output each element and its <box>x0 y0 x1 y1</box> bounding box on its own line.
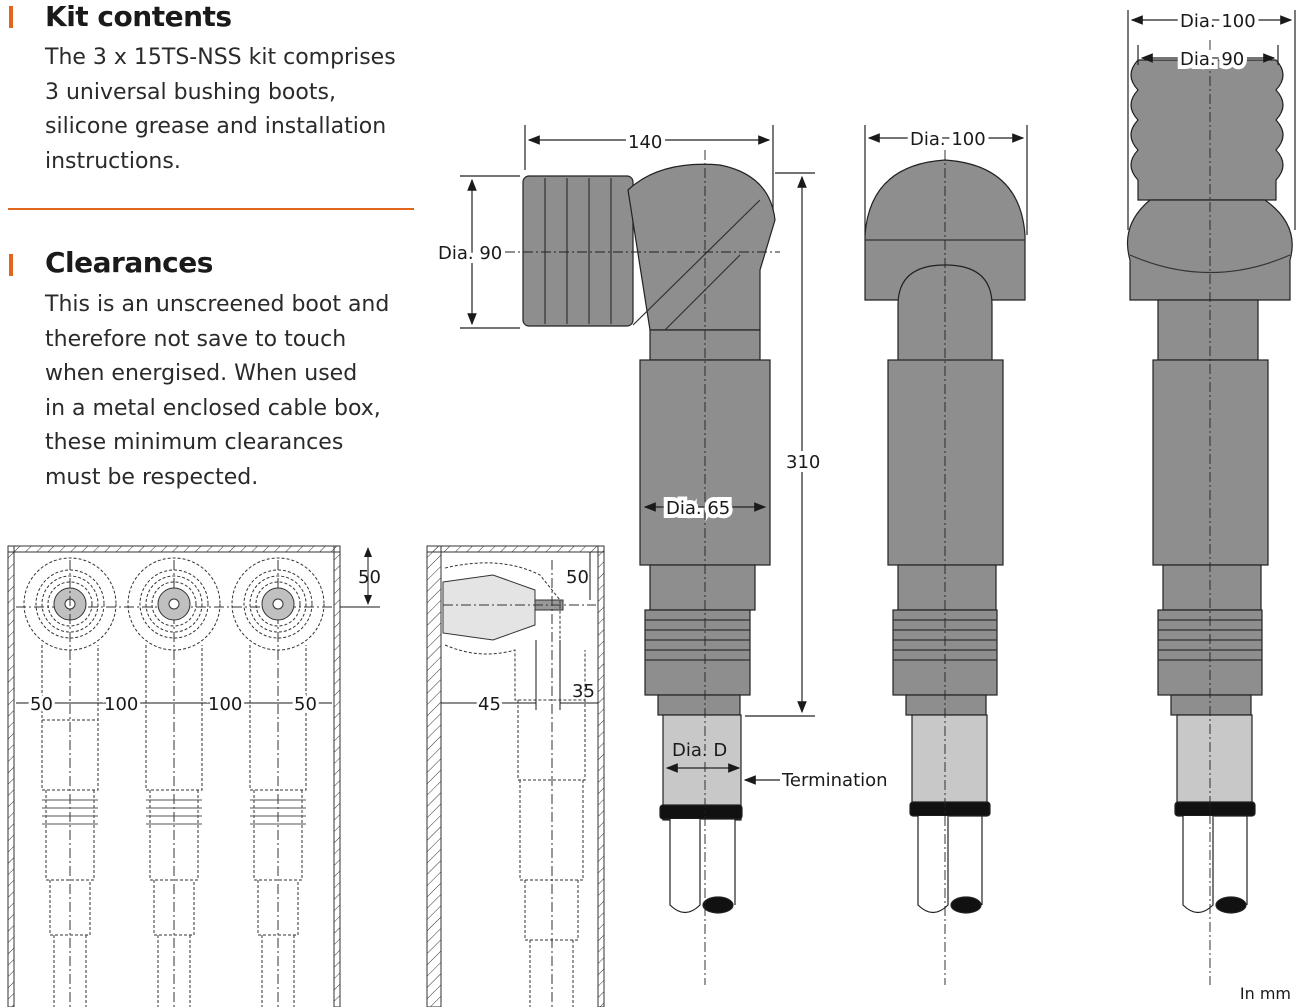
kit-contents-heading: Kit contents <box>45 0 232 33</box>
clearances-line: when energised. When used <box>45 361 358 386</box>
boot-front-view <box>864 125 1028 985</box>
kit-line: instructions. <box>45 148 181 174</box>
dim-dia-100-rear: Dia. 100 <box>1180 11 1256 32</box>
dim-side-top: 50 <box>566 567 589 588</box>
dim-dia-65: Dia. 65 <box>666 498 730 519</box>
dim-dia-90-left: Dia. 90 <box>438 243 502 264</box>
kit-line: 3 universal bushing boots, <box>45 79 336 105</box>
clearances-line: in a metal enclosed cable box, <box>45 395 381 421</box>
dim-height-310: 310 <box>786 452 820 473</box>
dim-dia-90-rear: Dia. 90 <box>1180 49 1244 70</box>
dim-width-140: 140 <box>628 132 662 153</box>
kit-line: silicone grease and installation <box>45 114 387 139</box>
dim-side-right: 35 <box>572 681 595 702</box>
clearances-line: This is an unscreened boot and <box>45 292 390 317</box>
termination-label: Termination <box>781 770 888 791</box>
unit-label: In mm <box>1239 984 1291 1003</box>
dim-top-clearance: 50 <box>358 567 381 588</box>
kit-contents-text: The 3 x 15TS-NSS kit comprises 3 univers… <box>45 41 396 179</box>
clearances-line: these minimum clearances <box>45 430 344 455</box>
dim-phase-spacing-1: 100 <box>104 694 138 715</box>
clearances-heading: Clearances <box>45 246 213 279</box>
dim-side-wall: 45 <box>478 694 501 715</box>
clearances-line: must be respected. <box>45 464 259 490</box>
dim-phase-spacing-2: 100 <box>208 694 242 715</box>
boot-side-view <box>460 125 815 985</box>
boot-rear-view <box>1126 10 1296 985</box>
front-clearance-drawing <box>7 545 380 1007</box>
clearances-heading-bar <box>9 254 13 276</box>
clearances-line: therefore not save to touch <box>45 326 347 352</box>
dim-dia-d: Dia. D <box>672 740 727 761</box>
section-divider <box>8 208 414 210</box>
side-clearance-drawing <box>426 545 605 1007</box>
dim-phase-wall-left: 50 <box>30 694 53 715</box>
clearances-text: This is an unscreened boot and therefore… <box>45 288 389 495</box>
dim-phase-wall-right: 50 <box>294 694 317 715</box>
kit-line: The 3 x 15TS-NSS kit comprises <box>45 45 396 70</box>
kit-heading-bar <box>9 6 13 28</box>
dim-dia-100-front: Dia. 100 <box>910 129 986 150</box>
